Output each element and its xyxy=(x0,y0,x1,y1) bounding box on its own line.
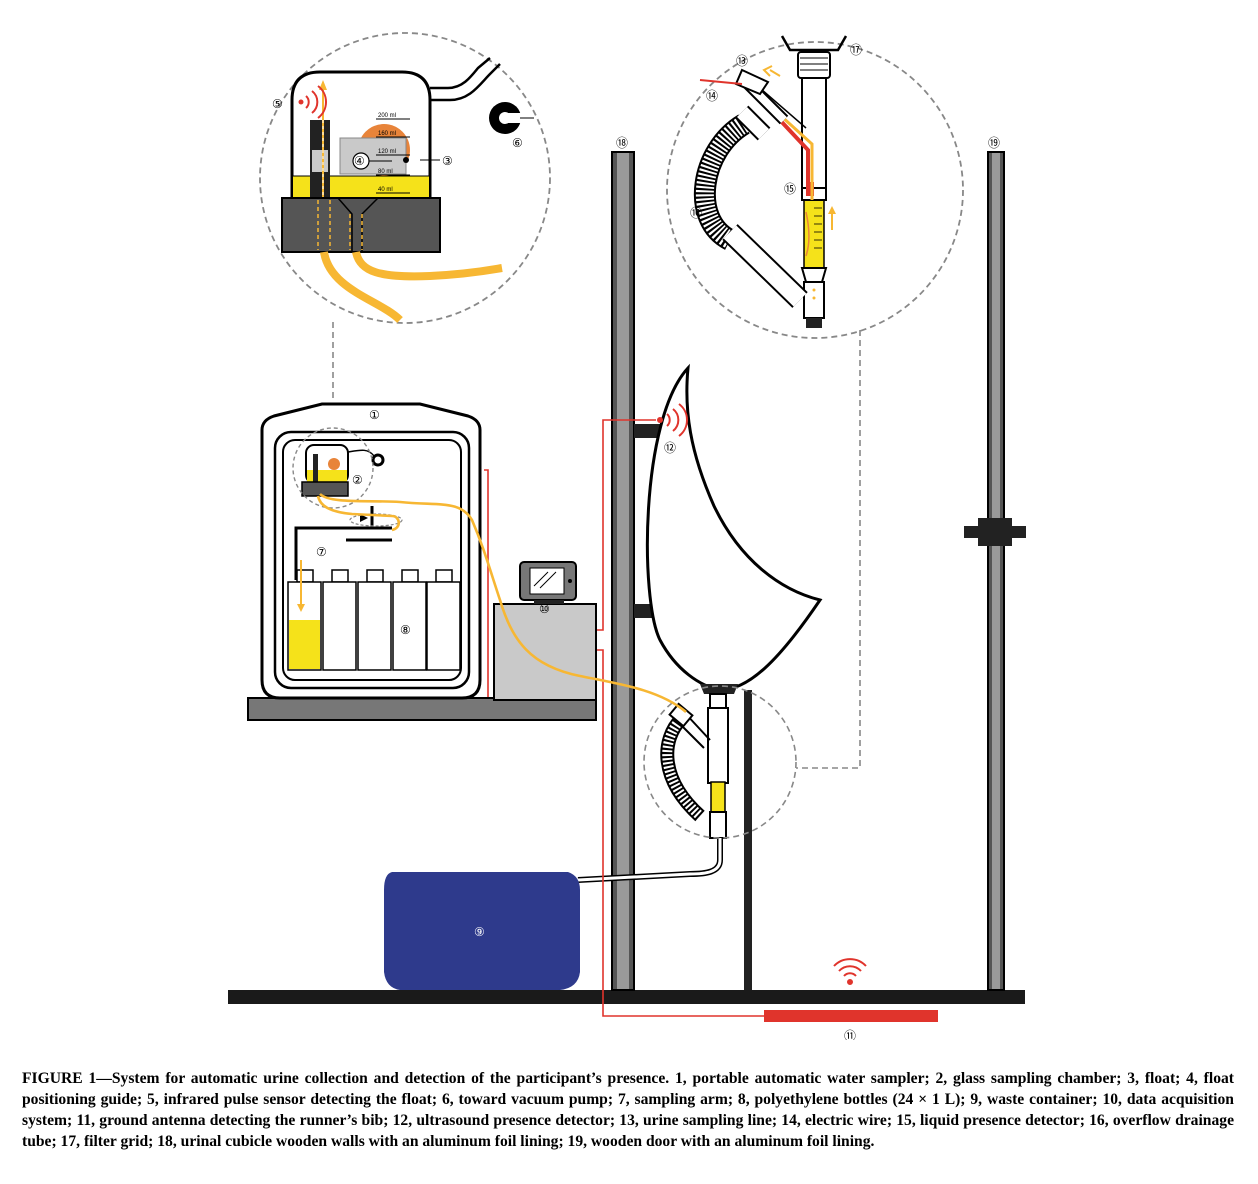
callout-2: ② xyxy=(352,473,363,487)
table xyxy=(247,697,597,721)
callout-17: ⑰ xyxy=(850,43,862,57)
system-diagram: 200 ml 160 ml 120 ml 80 ml 40 ml xyxy=(228,32,1026,1040)
callout-12: ⑫ xyxy=(664,441,676,455)
chamber-zoom: 200 ml 160 ml 120 ml 80 ml 40 ml xyxy=(259,32,551,324)
callout-19: ⑲ xyxy=(988,136,1000,150)
scale-mark-120: 120 ml xyxy=(378,149,396,155)
callout-4: ④ xyxy=(354,154,365,168)
callout-labels: ① ② ③ ④ ⑤ ⑥ ⑦ ⑧ ⑨ ⑩ ⑪ ⑫ ⑬ ⑭ ⑮ ⑯ ⑰ ⑱ ⑲ xyxy=(272,43,1000,1040)
portable-sampler xyxy=(260,402,482,700)
urinal-support-post xyxy=(744,690,752,990)
callout-15: ⑮ xyxy=(784,182,796,196)
figure-caption: FIGURE 1—System for automatic urine coll… xyxy=(22,1069,1234,1150)
ultrasound-sensor-dot xyxy=(657,417,663,423)
callout-14: ⑭ xyxy=(706,89,718,103)
data-acquisition-system xyxy=(493,561,597,701)
antenna-signal-icon xyxy=(833,958,867,985)
scale-mark-40: 40 ml xyxy=(378,187,393,193)
callout-3: ③ xyxy=(442,154,453,168)
zoom-connectors xyxy=(332,322,861,769)
scale-mark-200: 200 ml xyxy=(378,113,396,119)
drain-assembly xyxy=(577,693,729,883)
cubicle-wall xyxy=(611,151,660,991)
cubicle-door xyxy=(964,151,1026,991)
callout-1: ① xyxy=(369,408,380,422)
urinal-drain xyxy=(700,684,738,694)
callout-18: ⑱ xyxy=(616,136,628,150)
callout-16: ⑯ xyxy=(690,206,702,220)
callout-9: ⑨ xyxy=(474,925,485,939)
ground-antenna xyxy=(764,1010,938,1022)
callout-6: ⑥ xyxy=(512,136,523,150)
urinal xyxy=(645,363,823,692)
callout-5: ⑤ xyxy=(272,97,283,111)
drain-detail-zoom xyxy=(666,35,964,339)
callout-10: ⑩ xyxy=(539,602,550,616)
callout-7: ⑦ xyxy=(316,545,327,559)
scale-mark-160: 160 ml xyxy=(378,131,396,137)
floor xyxy=(228,990,1025,1004)
callout-11: ⑪ xyxy=(844,1029,856,1040)
scale-mark-80: 80 ml xyxy=(378,169,393,175)
waste-container xyxy=(384,872,580,990)
callout-13: ⑬ xyxy=(736,54,748,68)
drain-zoom-circle xyxy=(643,685,797,839)
ultrasound-waves-icon xyxy=(666,403,688,437)
callout-8: ⑧ xyxy=(400,623,411,637)
sampling-line xyxy=(319,492,687,713)
